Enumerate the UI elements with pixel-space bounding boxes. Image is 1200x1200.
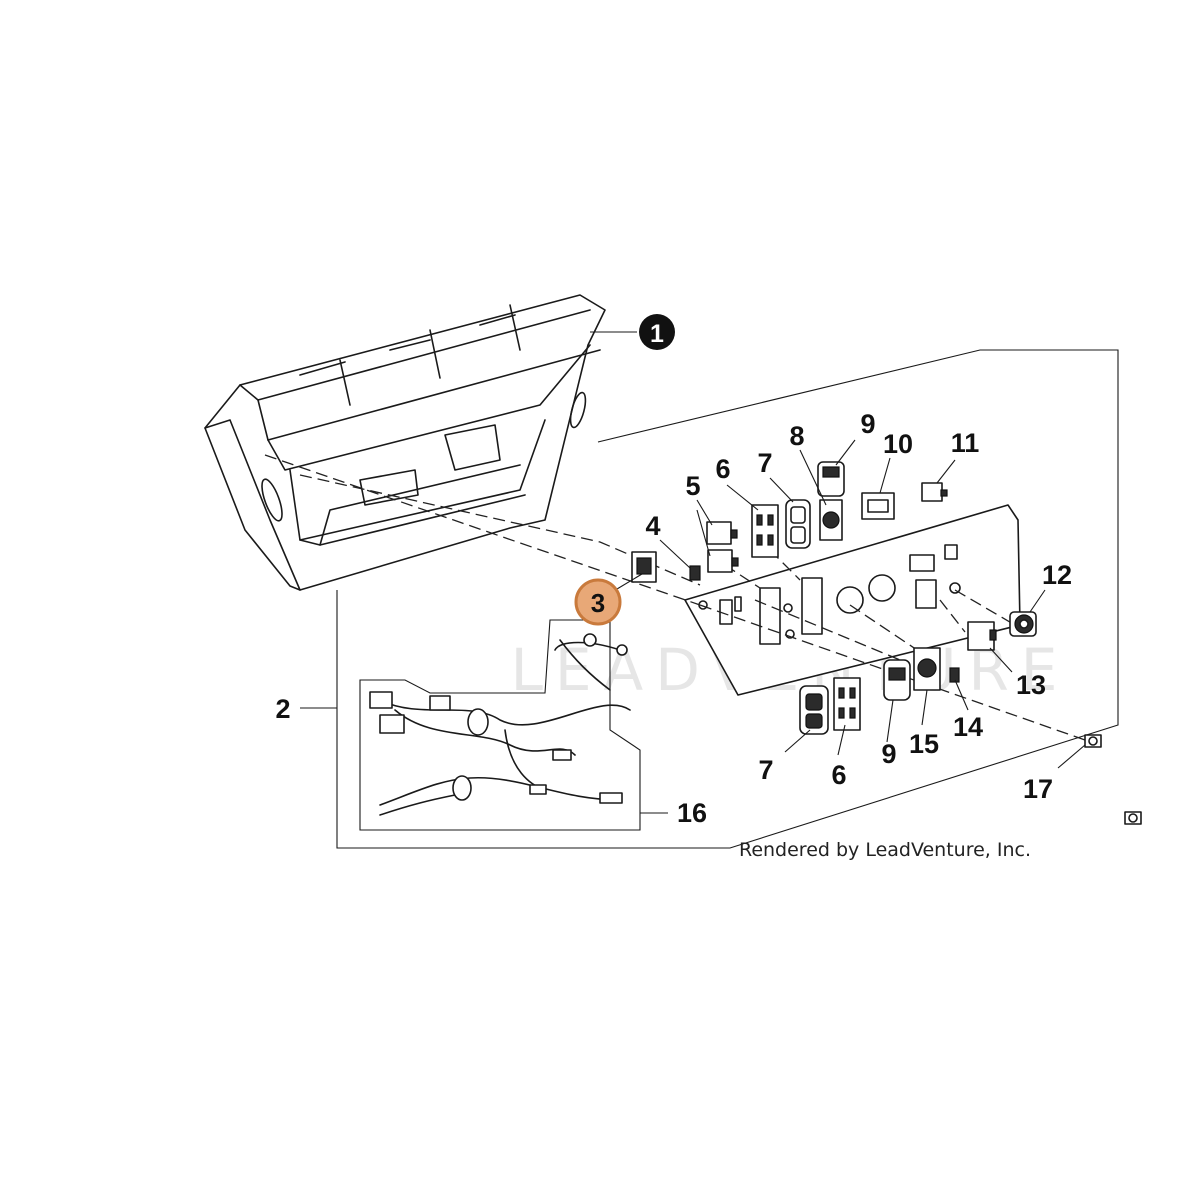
callout-2[interactable]: 2 [275,694,290,724]
callout-3[interactable]: 3 [591,588,605,618]
callout-7-lower[interactable]: 7 [758,755,773,785]
callout-9-upper[interactable]: 9 [860,409,875,439]
callout-6-lower[interactable]: 6 [831,760,846,790]
outlet-cover-upper[interactable] [785,499,811,549]
twist-lock-outlet-upper[interactable] [819,499,843,541]
leader-lines [590,331,1086,769]
callout-11[interactable]: 11 [951,428,980,458]
callout-16[interactable]: 16 [677,798,707,828]
bolt-loose[interactable] [1124,811,1142,825]
callout-1[interactable]: 1 [650,320,664,348]
screw-14[interactable] [949,667,960,683]
render-credit: Rendered by LeadVenture, Inc. [739,839,1031,861]
callout-13[interactable]: 13 [1016,670,1046,700]
callout-7-upper[interactable]: 7 [757,448,772,478]
hour-meter[interactable] [861,492,895,520]
wiring-harness[interactable] [359,619,641,831]
callout-6-upper[interactable]: 6 [715,454,730,484]
assembly-outline [336,349,1119,849]
twist-lock-cover-upper[interactable] [817,461,845,497]
small-switch[interactable] [689,565,701,581]
callout-4[interactable]: 4 [645,511,660,541]
callout-3-highlight [574,578,622,626]
breaker-right[interactable] [921,482,948,502]
duplex-outlet-lower[interactable] [833,677,861,731]
dc-breaker[interactable] [967,621,997,651]
circuit-breaker-lower[interactable] [707,549,739,573]
callout-1-badge [639,314,675,350]
handle-frame[interactable] [204,294,606,591]
callout-17[interactable]: 17 [1023,774,1053,804]
callout-14[interactable]: 14 [953,712,983,742]
callout-8[interactable]: 8 [789,421,804,451]
twist-lock-outlet-lower[interactable] [913,647,941,691]
bolt-17[interactable] [1084,734,1102,748]
callout-12[interactable]: 12 [1042,560,1072,590]
outlet-cover-lower[interactable] [799,685,829,735]
callout-15[interactable]: 15 [909,729,939,759]
circuit-breaker-upper[interactable] [706,521,738,545]
twist-lock-cover-lower[interactable] [883,659,911,701]
dc-outlet[interactable] [1009,611,1037,637]
callout-5[interactable]: 5 [685,471,700,501]
duplex-outlet-upper[interactable] [751,504,779,558]
callout-10[interactable]: 10 [883,429,913,459]
callout-9-lower[interactable]: 9 [881,739,896,769]
